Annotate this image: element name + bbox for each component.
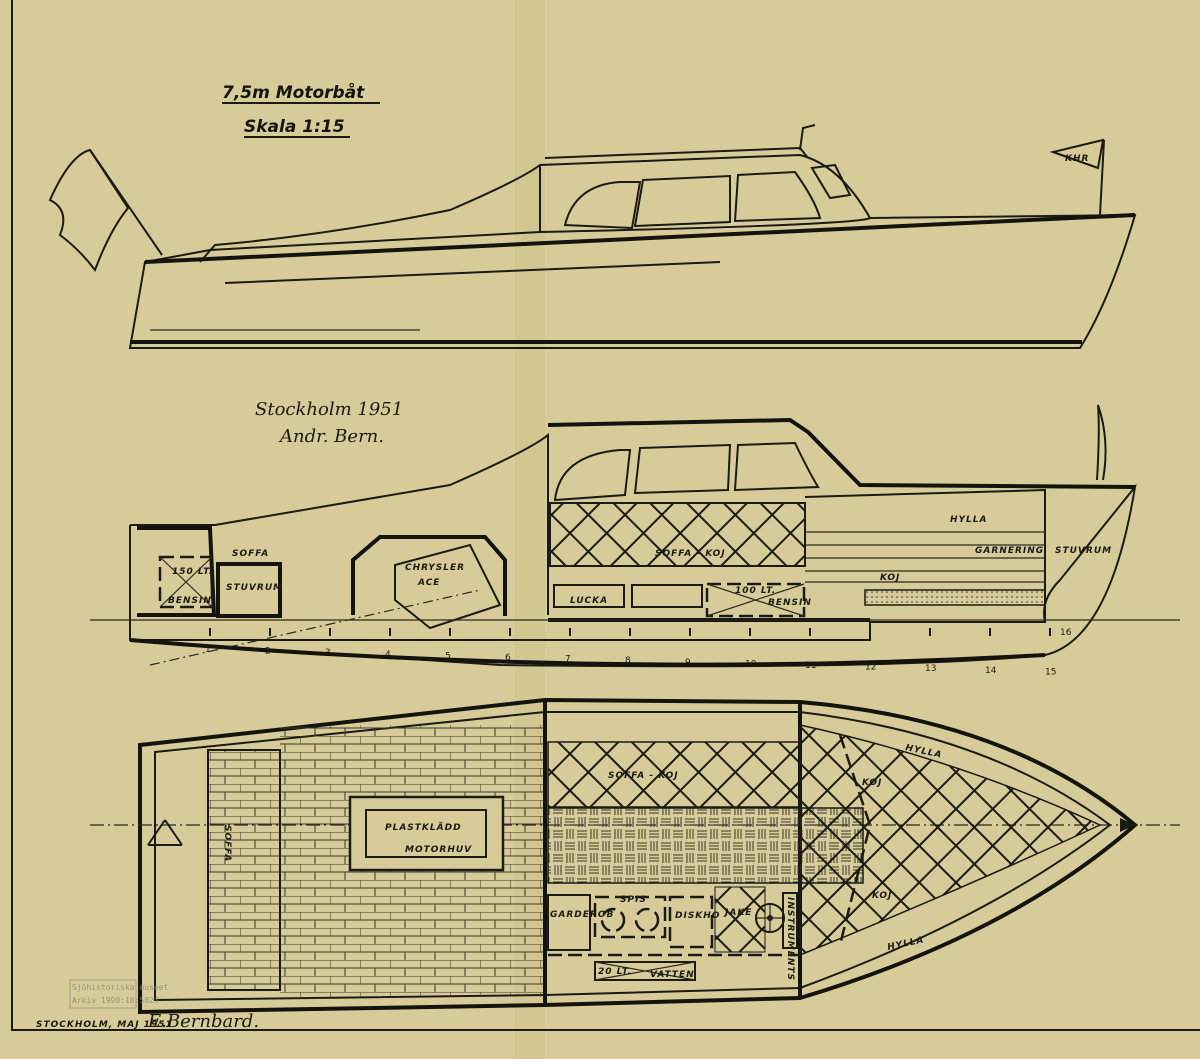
koj-label: KOJ: [880, 573, 900, 583]
station-number: 10: [745, 659, 757, 669]
footer: STOCKHOLM, MAJ 1951 E.Bernbard.: [36, 1011, 259, 1032]
soffa-label: SOFFA: [232, 549, 269, 559]
plan-hylla-bottom-label: HYLLA: [887, 935, 926, 953]
tank2-qty-label: 100 LT.: [735, 586, 776, 596]
signature-line2: Andr. Bern.: [278, 426, 384, 447]
stamp-line2: Arkiv 1990:10:5823: [72, 996, 159, 1005]
spis-label: SPIS: [620, 895, 647, 905]
stuvrum-bow-label: STUVRUM: [1055, 546, 1112, 556]
handwritten-signature: Stockholm 1951 Andr. Bern.: [255, 399, 403, 447]
stuvrum-label: STUVRUM: [226, 583, 283, 593]
stern-flag-icon: [48, 148, 130, 273]
engine-label-model: ACE: [417, 578, 440, 588]
footer-place-date: STOCKHOLM, MAJ 1951: [36, 1020, 173, 1030]
station-number: 6: [505, 653, 511, 663]
station-number: 3: [325, 648, 331, 658]
engine-label-make: CHRYSLER: [405, 563, 465, 573]
profile-hull: [128, 213, 1137, 349]
station-number: 8: [625, 656, 631, 666]
stamp-line1: Sjöhistoriska museet: [72, 983, 169, 992]
diskho-label: DISKHO: [675, 911, 720, 921]
plan-koj-top-label: KOJ: [862, 778, 882, 788]
station-number: 11: [805, 661, 816, 671]
hood-label-1: PLASTKLÄDD: [385, 822, 462, 833]
hood-label-2: MOTORHUV: [405, 845, 472, 855]
plan-koj-bottom-label: KOJ: [872, 891, 892, 901]
drawing-title: 7,5m Motorbåt: [222, 82, 365, 103]
lucka-label: LUCKA: [570, 596, 608, 606]
bow-pennant-icon: [1049, 138, 1105, 170]
plan-view: SOFFA PLASTKLÄDD MOTORHUV SOFFA - KOJ KO…: [90, 697, 1180, 1015]
hylla-label: HYLLA: [950, 515, 987, 525]
archive-stamp: Sjöhistoriska museet Arkiv 1990:10:5823: [69, 979, 169, 1009]
engine-block: [394, 543, 502, 630]
station-number: 12: [865, 663, 876, 673]
garnering-label: GARNERING: [975, 546, 1044, 556]
plan-soffa-label: SOFFA: [222, 825, 232, 862]
station-number: 9: [685, 658, 691, 668]
station-number: 13: [925, 664, 936, 674]
garderob-label: GARDEROB: [550, 910, 614, 920]
section-view: 150 LT. BENSIN SOFFA STUVRUM CHRYSLER AC…: [90, 404, 1180, 677]
jake-label: JAKE: [723, 908, 752, 918]
station-number: 4: [385, 650, 391, 660]
pennant-label: KHR: [1065, 154, 1089, 164]
sheet-border: [11, 0, 1200, 1031]
drawing-scale: Skala 1:15: [244, 117, 345, 137]
station-number: 5: [445, 651, 451, 661]
profile-view: KHR: [48, 124, 1137, 349]
plan-sofa-koj-label: SOFFA - KOJ: [608, 771, 679, 781]
tank-qty-label: 150 LT.: [172, 567, 213, 577]
profile-window: [733, 170, 822, 223]
title-block: 7,5m Motorbåt Skala 1:15: [222, 82, 380, 138]
tank2-fuel-label: BENSIN: [768, 598, 812, 608]
instrument-label: INSTRUMENTS: [785, 897, 795, 981]
footer-signer: E.Bernbard.: [147, 1011, 259, 1032]
station-number: 2: [265, 647, 271, 657]
vatten-qty-label: 20 LT.: [598, 967, 632, 977]
sofa-koj-label: SOFFA - KOJ: [655, 549, 726, 559]
profile-window: [563, 181, 642, 230]
vatten-label: VATTEN: [650, 970, 695, 980]
station-number: 16: [1060, 628, 1072, 638]
stern-fitting-icon: [147, 819, 183, 846]
tank-fuel-label: BENSIN: [168, 596, 212, 606]
station-number: 7: [565, 655, 571, 665]
profile-window: [633, 174, 731, 228]
signature-line1: Stockholm 1951: [255, 399, 403, 420]
profile-windscreen: [810, 163, 852, 200]
station-number: 1: [205, 645, 211, 655]
station-number: 14: [985, 666, 997, 676]
station-number: 15: [1045, 667, 1056, 677]
